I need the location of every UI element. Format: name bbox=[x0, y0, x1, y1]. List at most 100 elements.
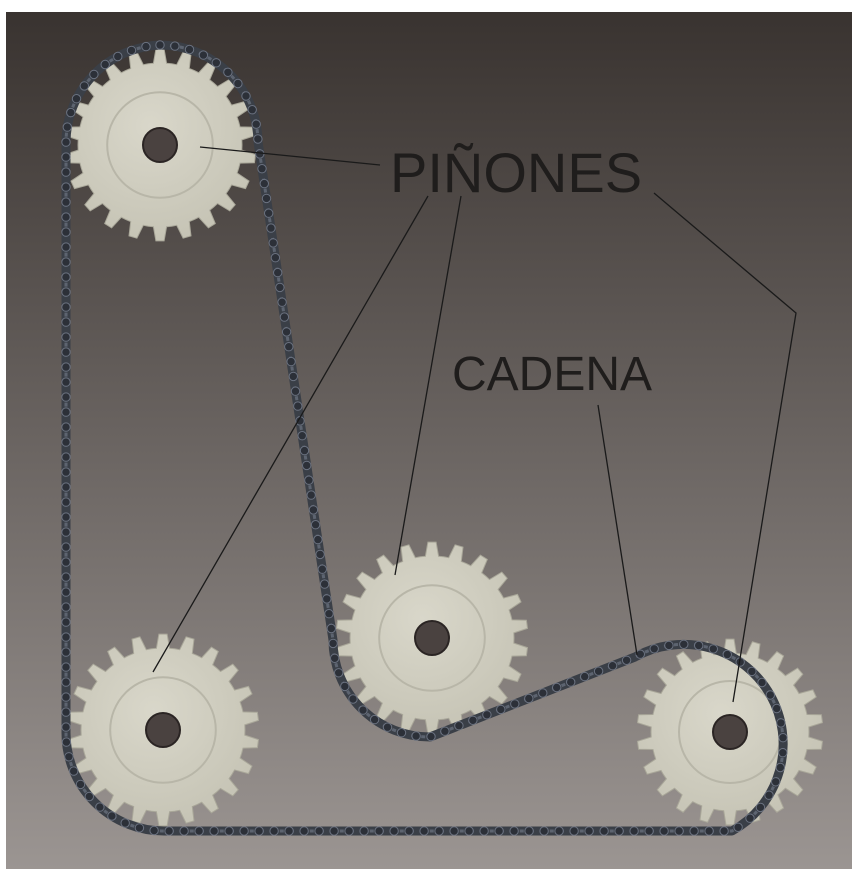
chain-roller bbox=[325, 610, 333, 618]
chain-roller bbox=[723, 650, 731, 658]
chain-roller bbox=[349, 695, 357, 703]
chain-roller bbox=[234, 79, 242, 87]
chain-roller bbox=[274, 268, 282, 276]
sprocket-shaft bbox=[415, 621, 449, 655]
chain-roller bbox=[675, 827, 683, 835]
chain-roller bbox=[62, 438, 70, 446]
chain-roller bbox=[62, 498, 70, 506]
chain-roller bbox=[62, 378, 70, 386]
chain-roller bbox=[260, 179, 268, 187]
chain-roller bbox=[305, 476, 313, 484]
chain-roller bbox=[254, 135, 262, 143]
chain-roller bbox=[262, 194, 270, 202]
chain-label: CADENA bbox=[452, 348, 652, 401]
chain-roller bbox=[303, 461, 311, 469]
chain-roller bbox=[242, 92, 250, 100]
chain-roller bbox=[311, 521, 319, 529]
chain-roller bbox=[62, 408, 70, 416]
chain-roller bbox=[62, 558, 70, 566]
chain-roller bbox=[383, 723, 391, 731]
chain-roller bbox=[210, 827, 218, 835]
chain-roller bbox=[285, 827, 293, 835]
chain-roller bbox=[680, 640, 688, 648]
chain-roller bbox=[695, 641, 703, 649]
chain-roller bbox=[62, 393, 70, 401]
chain-roller bbox=[248, 106, 256, 114]
chain-roller bbox=[287, 357, 295, 365]
chain-roller bbox=[62, 468, 70, 476]
chain-roller bbox=[180, 827, 188, 835]
chain-roller bbox=[690, 827, 698, 835]
chain-roller bbox=[405, 827, 413, 835]
chain-roller bbox=[150, 826, 158, 834]
chain-roller bbox=[285, 343, 293, 351]
chain-roller bbox=[758, 678, 766, 686]
chain-roller bbox=[766, 691, 774, 699]
chain-roller bbox=[276, 283, 284, 291]
chain-roller bbox=[294, 402, 302, 410]
chain-roller bbox=[278, 298, 286, 306]
sprocket-shaft bbox=[143, 128, 177, 162]
chain-roller bbox=[772, 778, 780, 786]
chain-roller bbox=[62, 738, 70, 746]
chain-roller bbox=[331, 654, 339, 662]
chain-roller bbox=[469, 716, 477, 724]
chain-roller bbox=[62, 228, 70, 236]
chain-roller bbox=[62, 168, 70, 176]
chain-roller bbox=[62, 708, 70, 716]
chain-roller bbox=[267, 224, 275, 232]
chain-roller bbox=[62, 693, 70, 701]
chain-roller bbox=[756, 803, 764, 811]
chain-roller bbox=[427, 732, 435, 740]
chain-roller bbox=[291, 387, 299, 395]
chain-roller bbox=[70, 767, 78, 775]
chain-roller bbox=[615, 827, 623, 835]
chain-roller bbox=[329, 639, 337, 647]
chain-roller bbox=[455, 722, 463, 730]
chain-roller bbox=[224, 68, 232, 76]
chain-roller bbox=[779, 749, 787, 757]
chain-roller bbox=[63, 123, 71, 131]
chain-roller bbox=[185, 45, 193, 53]
chain-roller bbox=[65, 753, 73, 761]
chain-roller bbox=[62, 138, 70, 146]
chain-roller bbox=[390, 827, 398, 835]
chain-roller bbox=[298, 432, 306, 440]
chain-roller bbox=[101, 60, 109, 68]
chain-roller bbox=[62, 318, 70, 326]
chain-roller bbox=[135, 824, 143, 832]
chain-roller bbox=[600, 827, 608, 835]
chain-roller bbox=[734, 823, 742, 831]
chain-roller bbox=[773, 704, 781, 712]
chain-roller bbox=[62, 633, 70, 641]
chain-roller bbox=[62, 348, 70, 356]
chain-roller bbox=[62, 648, 70, 656]
sprocket-shaft bbox=[146, 713, 180, 747]
chain-roller bbox=[315, 827, 323, 835]
chain-roller bbox=[765, 791, 773, 799]
chain-roller bbox=[495, 827, 503, 835]
chain-roller bbox=[62, 618, 70, 626]
chain-roller bbox=[553, 683, 561, 691]
chain-roller bbox=[370, 715, 378, 723]
chain-roller bbox=[465, 827, 473, 835]
chain-roller bbox=[240, 827, 248, 835]
chain-roller bbox=[62, 213, 70, 221]
chain-roller bbox=[450, 827, 458, 835]
chain-roller bbox=[412, 732, 420, 740]
chain-roller bbox=[630, 827, 638, 835]
chain-roller bbox=[62, 528, 70, 536]
chain-roller bbox=[76, 780, 84, 788]
chain-roller bbox=[594, 667, 602, 675]
chain-roller bbox=[585, 827, 593, 835]
chain-roller bbox=[309, 506, 317, 514]
chain-roller bbox=[705, 827, 713, 835]
chain-roller bbox=[62, 678, 70, 686]
chain-roller bbox=[581, 672, 589, 680]
chain-roller bbox=[608, 662, 616, 670]
chain-roller bbox=[282, 328, 290, 336]
chain-roller bbox=[62, 333, 70, 341]
chain-roller bbox=[171, 42, 179, 50]
chain-roller bbox=[779, 734, 787, 742]
